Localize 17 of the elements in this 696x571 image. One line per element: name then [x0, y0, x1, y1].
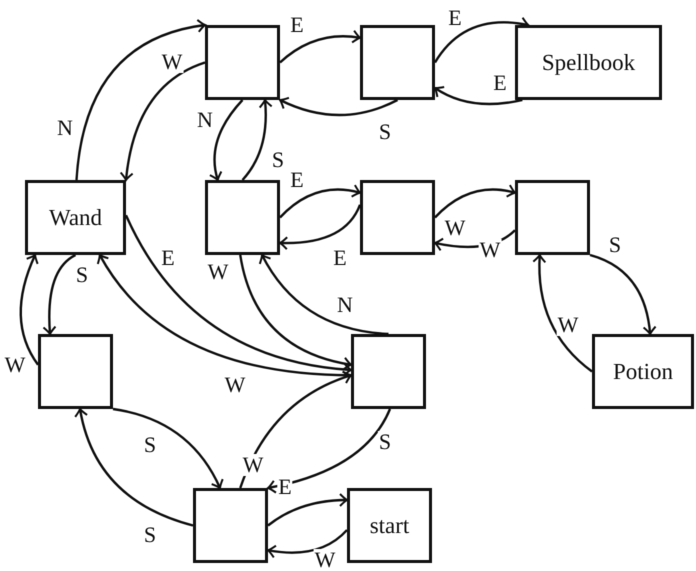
empty-state-box	[38, 334, 113, 409]
state-box	[515, 25, 662, 100]
state-box	[592, 334, 694, 409]
state-box	[25, 180, 126, 255]
state-box	[347, 488, 432, 563]
state-name: Wand	[48, 204, 102, 230]
empty-state-box	[360, 180, 435, 255]
state-name: start	[370, 512, 410, 538]
empty-state-box	[193, 488, 268, 563]
edge-label: W	[242, 454, 264, 476]
state-name: Spellbook	[542, 50, 636, 76]
empty-state-box	[515, 180, 590, 255]
empty-state-box	[351, 334, 426, 409]
empty-state-box	[205, 180, 280, 255]
empty-state-box	[360, 25, 435, 100]
empty-state-box	[205, 25, 280, 100]
state-name: Potion	[612, 358, 674, 384]
